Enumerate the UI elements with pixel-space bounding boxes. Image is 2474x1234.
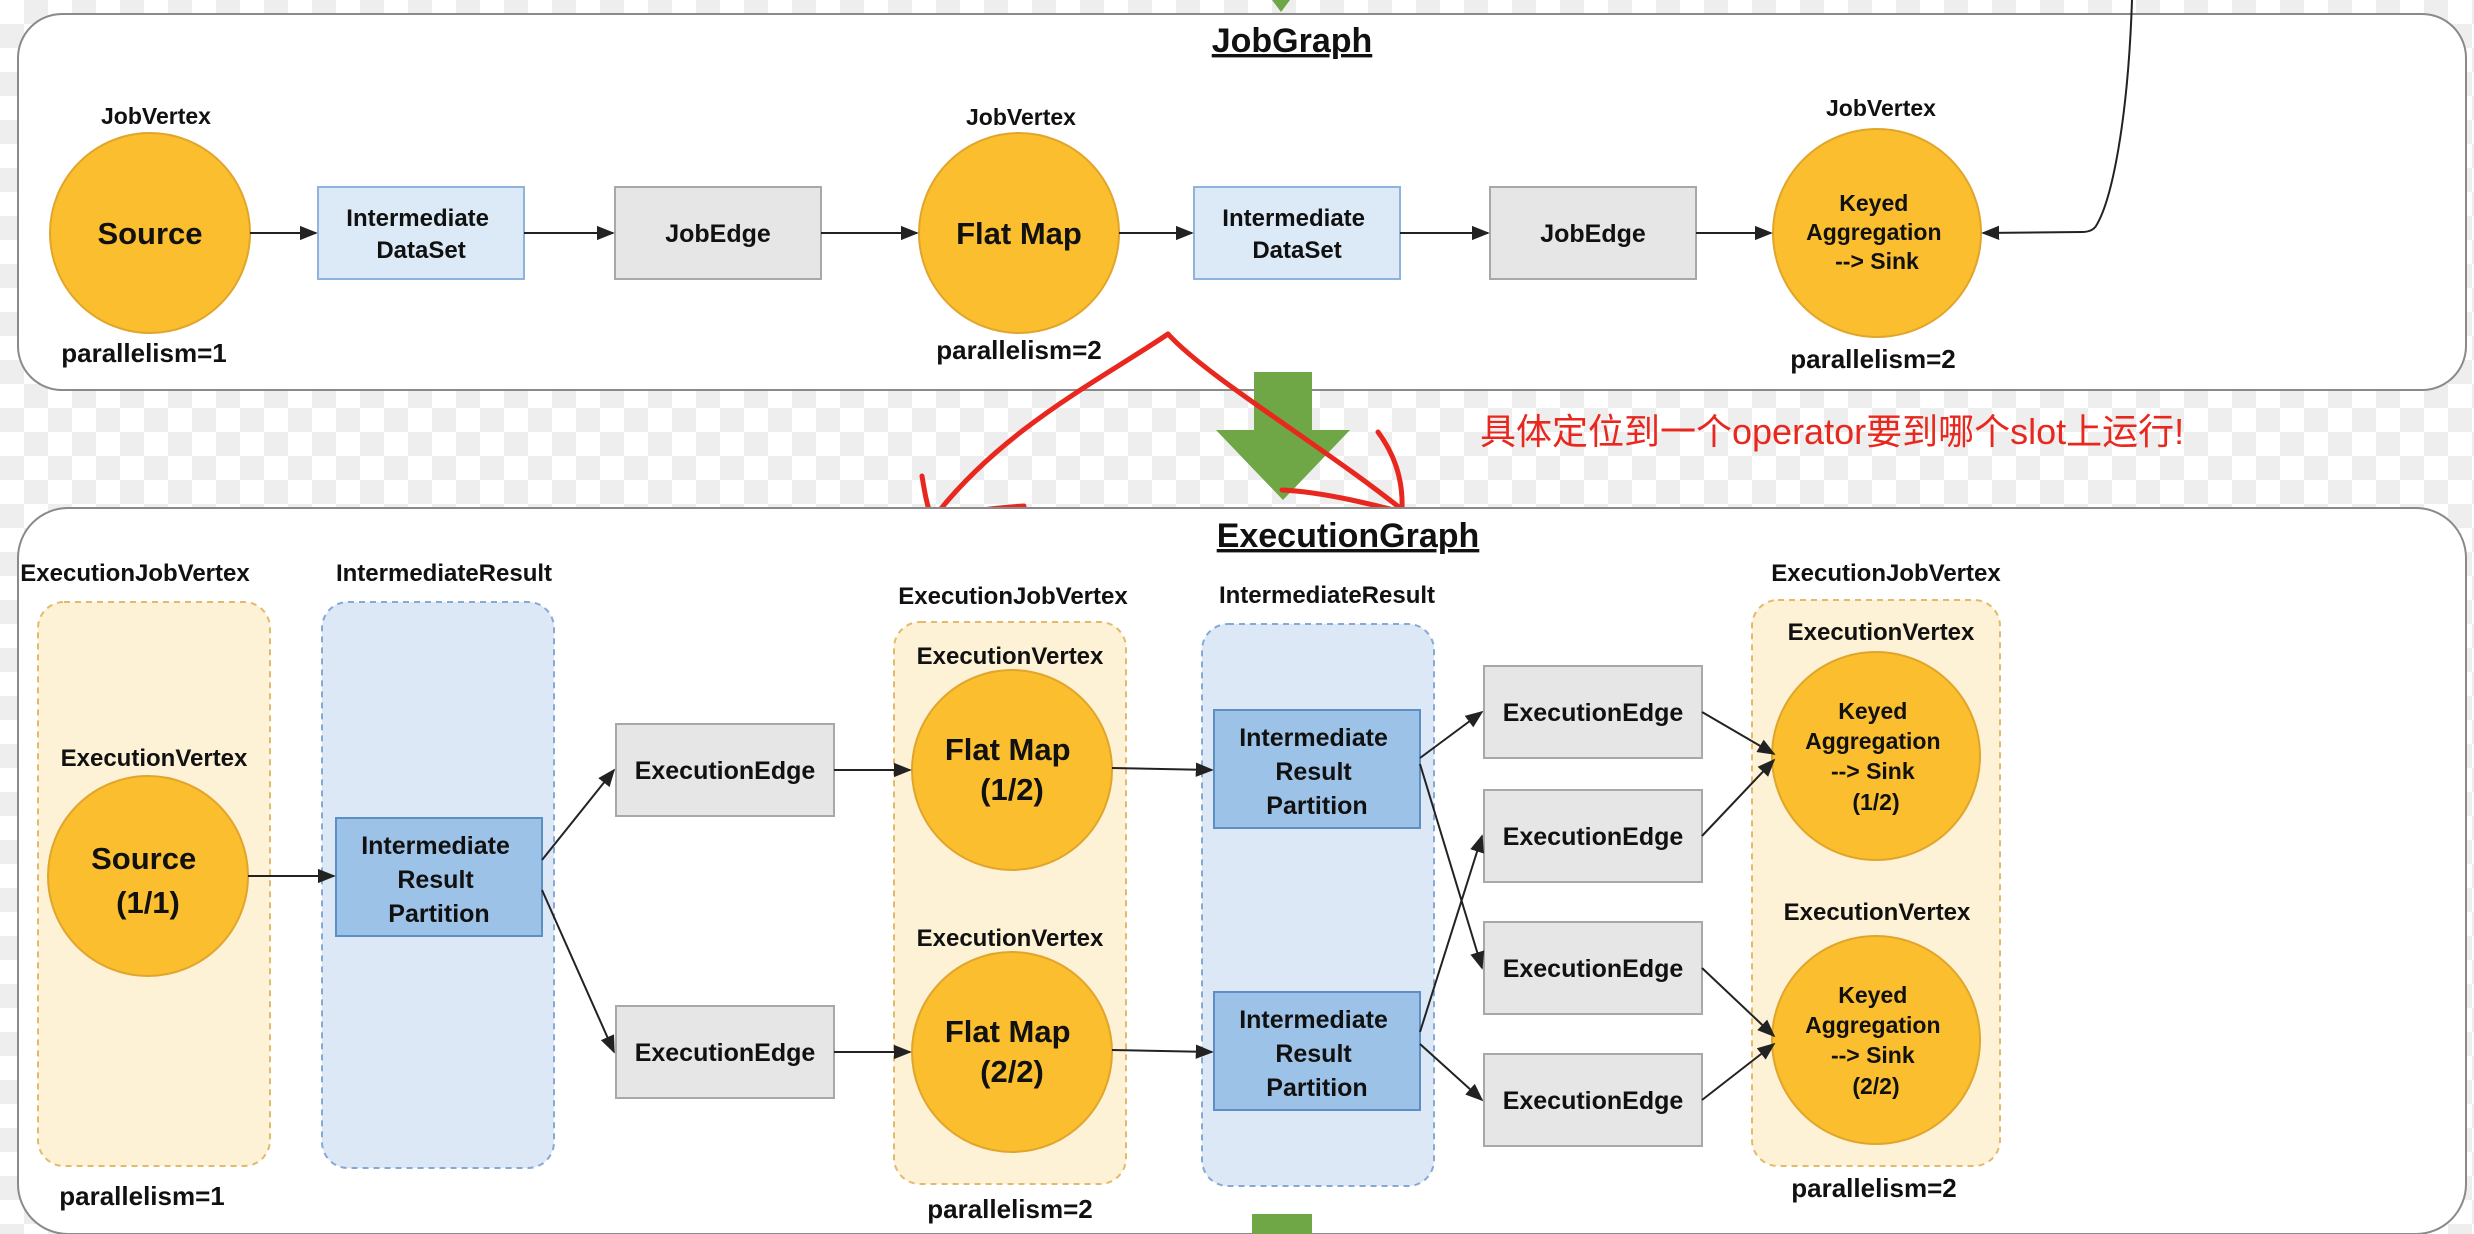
exec-flatmap-1-label: Flat Map (1/2) xyxy=(945,732,1079,807)
flatmap-job-vertex-header: ExecutionJobVertex xyxy=(898,583,1128,610)
job-flatmap-parallelism: parallelism=2 xyxy=(936,335,1102,365)
job-dataset-2-label: Intermediate DataSet xyxy=(1222,205,1371,264)
execution-edge-3-label: ExecutionEdge xyxy=(1503,699,1684,727)
sink-job-vertex-header: ExecutionJobVertex xyxy=(1771,560,2001,587)
exec-flatmap-1-operator xyxy=(911,669,1113,871)
job-graph-arrows xyxy=(250,0,2133,241)
job-edge-1 xyxy=(614,186,822,280)
partition-flatmap-1 xyxy=(1213,709,1421,829)
job-graph-title: JobGraph xyxy=(1212,22,1373,60)
job-edge-1-label: JobEdge xyxy=(665,220,771,248)
exec-flatmap-2-operator xyxy=(911,951,1113,1153)
source-job-vertex-header: ExecutionJobVertex xyxy=(20,560,250,587)
annotation-text: 具体定位到一个operator要到哪个slot上运行! xyxy=(1480,411,2184,452)
flatmap-1-execution-vertex-label: ExecutionVertex xyxy=(917,643,1104,670)
partition-flatmap-2 xyxy=(1213,991,1421,1111)
execution-edge-2 xyxy=(615,1005,835,1099)
source-execution-vertex-label: ExecutionVertex xyxy=(61,745,248,772)
job-sink-operator xyxy=(1772,128,1982,338)
job-sink-parallelism: parallelism=2 xyxy=(1790,344,1956,374)
execution-graph-title: ExecutionGraph xyxy=(1217,517,1480,555)
result-2-header: IntermediateResult xyxy=(1219,582,1435,609)
sink-2-execution-vertex-label: ExecutionVertex xyxy=(1784,899,1971,926)
result-1-header: IntermediateResult xyxy=(336,560,552,587)
exec-source-label: Source (1/1) xyxy=(91,841,205,920)
job-vertex-header-source: JobVertex xyxy=(101,103,211,129)
execution-edge-1 xyxy=(615,723,835,817)
execution-edge-5-label: ExecutionEdge xyxy=(1503,955,1684,983)
partition-flatmap-1-label: Intermediate Result Partition xyxy=(1239,724,1395,820)
transition-arrow xyxy=(1216,372,1350,500)
exec-flatmap-parallelism: parallelism=2 xyxy=(927,1194,1093,1224)
exec-flatmap-2-label: Flat Map (2/2) xyxy=(945,1014,1079,1089)
execution-edge-4-label: ExecutionEdge xyxy=(1503,823,1684,851)
execution-graph-panel: ExecutionGraph ExecutionJobVertex Interm… xyxy=(17,507,2467,1234)
exec-sink-1-label: Keyed Aggregation --> Sink (1/2) xyxy=(1805,698,1947,815)
exec-sink-1-operator xyxy=(1771,651,1981,861)
execution-graph-arrows xyxy=(248,710,1776,1102)
job-vertex-header-sink: JobVertex xyxy=(1826,95,1936,121)
partition-source xyxy=(335,817,543,937)
partition-flatmap-2-label: Intermediate Result Partition xyxy=(1239,1006,1395,1102)
flatmap-2-execution-vertex-label: ExecutionVertex xyxy=(917,925,1104,952)
job-edge-2-label: JobEdge xyxy=(1540,220,1646,248)
exec-sink-2-operator xyxy=(1771,935,1981,1145)
execution-edge-2-label: ExecutionEdge xyxy=(635,1039,816,1067)
flow-arrow-bottom xyxy=(1252,1214,1312,1234)
execution-edge-4 xyxy=(1483,789,1703,883)
exec-source-operator xyxy=(47,775,249,977)
sink-1-execution-vertex-label: ExecutionVertex xyxy=(1788,619,1975,646)
execution-edge-1-label: ExecutionEdge xyxy=(635,757,816,785)
job-dataset-2 xyxy=(1193,186,1401,280)
exec-sink-2-label: Keyed Aggregation --> Sink (2/2) xyxy=(1805,982,1947,1099)
execution-edge-6-label: ExecutionEdge xyxy=(1503,1087,1684,1115)
job-dataset-1 xyxy=(317,186,525,280)
flow-arrow-top xyxy=(1272,0,1290,12)
partition-source-label: Intermediate Result Partition xyxy=(361,832,517,928)
exec-source-parallelism: parallelism=1 xyxy=(59,1181,225,1211)
job-source-label: Source xyxy=(97,216,202,251)
execution-edge-5 xyxy=(1483,921,1703,1015)
job-sink-label: Keyed Aggregation --> Sink xyxy=(1806,190,1948,274)
job-vertex-header-flatmap: JobVertex xyxy=(966,104,1076,130)
exec-sink-parallelism: parallelism=2 xyxy=(1791,1173,1957,1203)
job-flatmap-label: Flat Map xyxy=(956,216,1082,251)
job-graph-panel: JobGraph JobVertex JobVertex JobVertex S… xyxy=(17,0,2467,391)
job-source-parallelism: parallelism=1 xyxy=(61,338,227,368)
job-dataset-1-label: Intermediate DataSet xyxy=(346,205,495,264)
